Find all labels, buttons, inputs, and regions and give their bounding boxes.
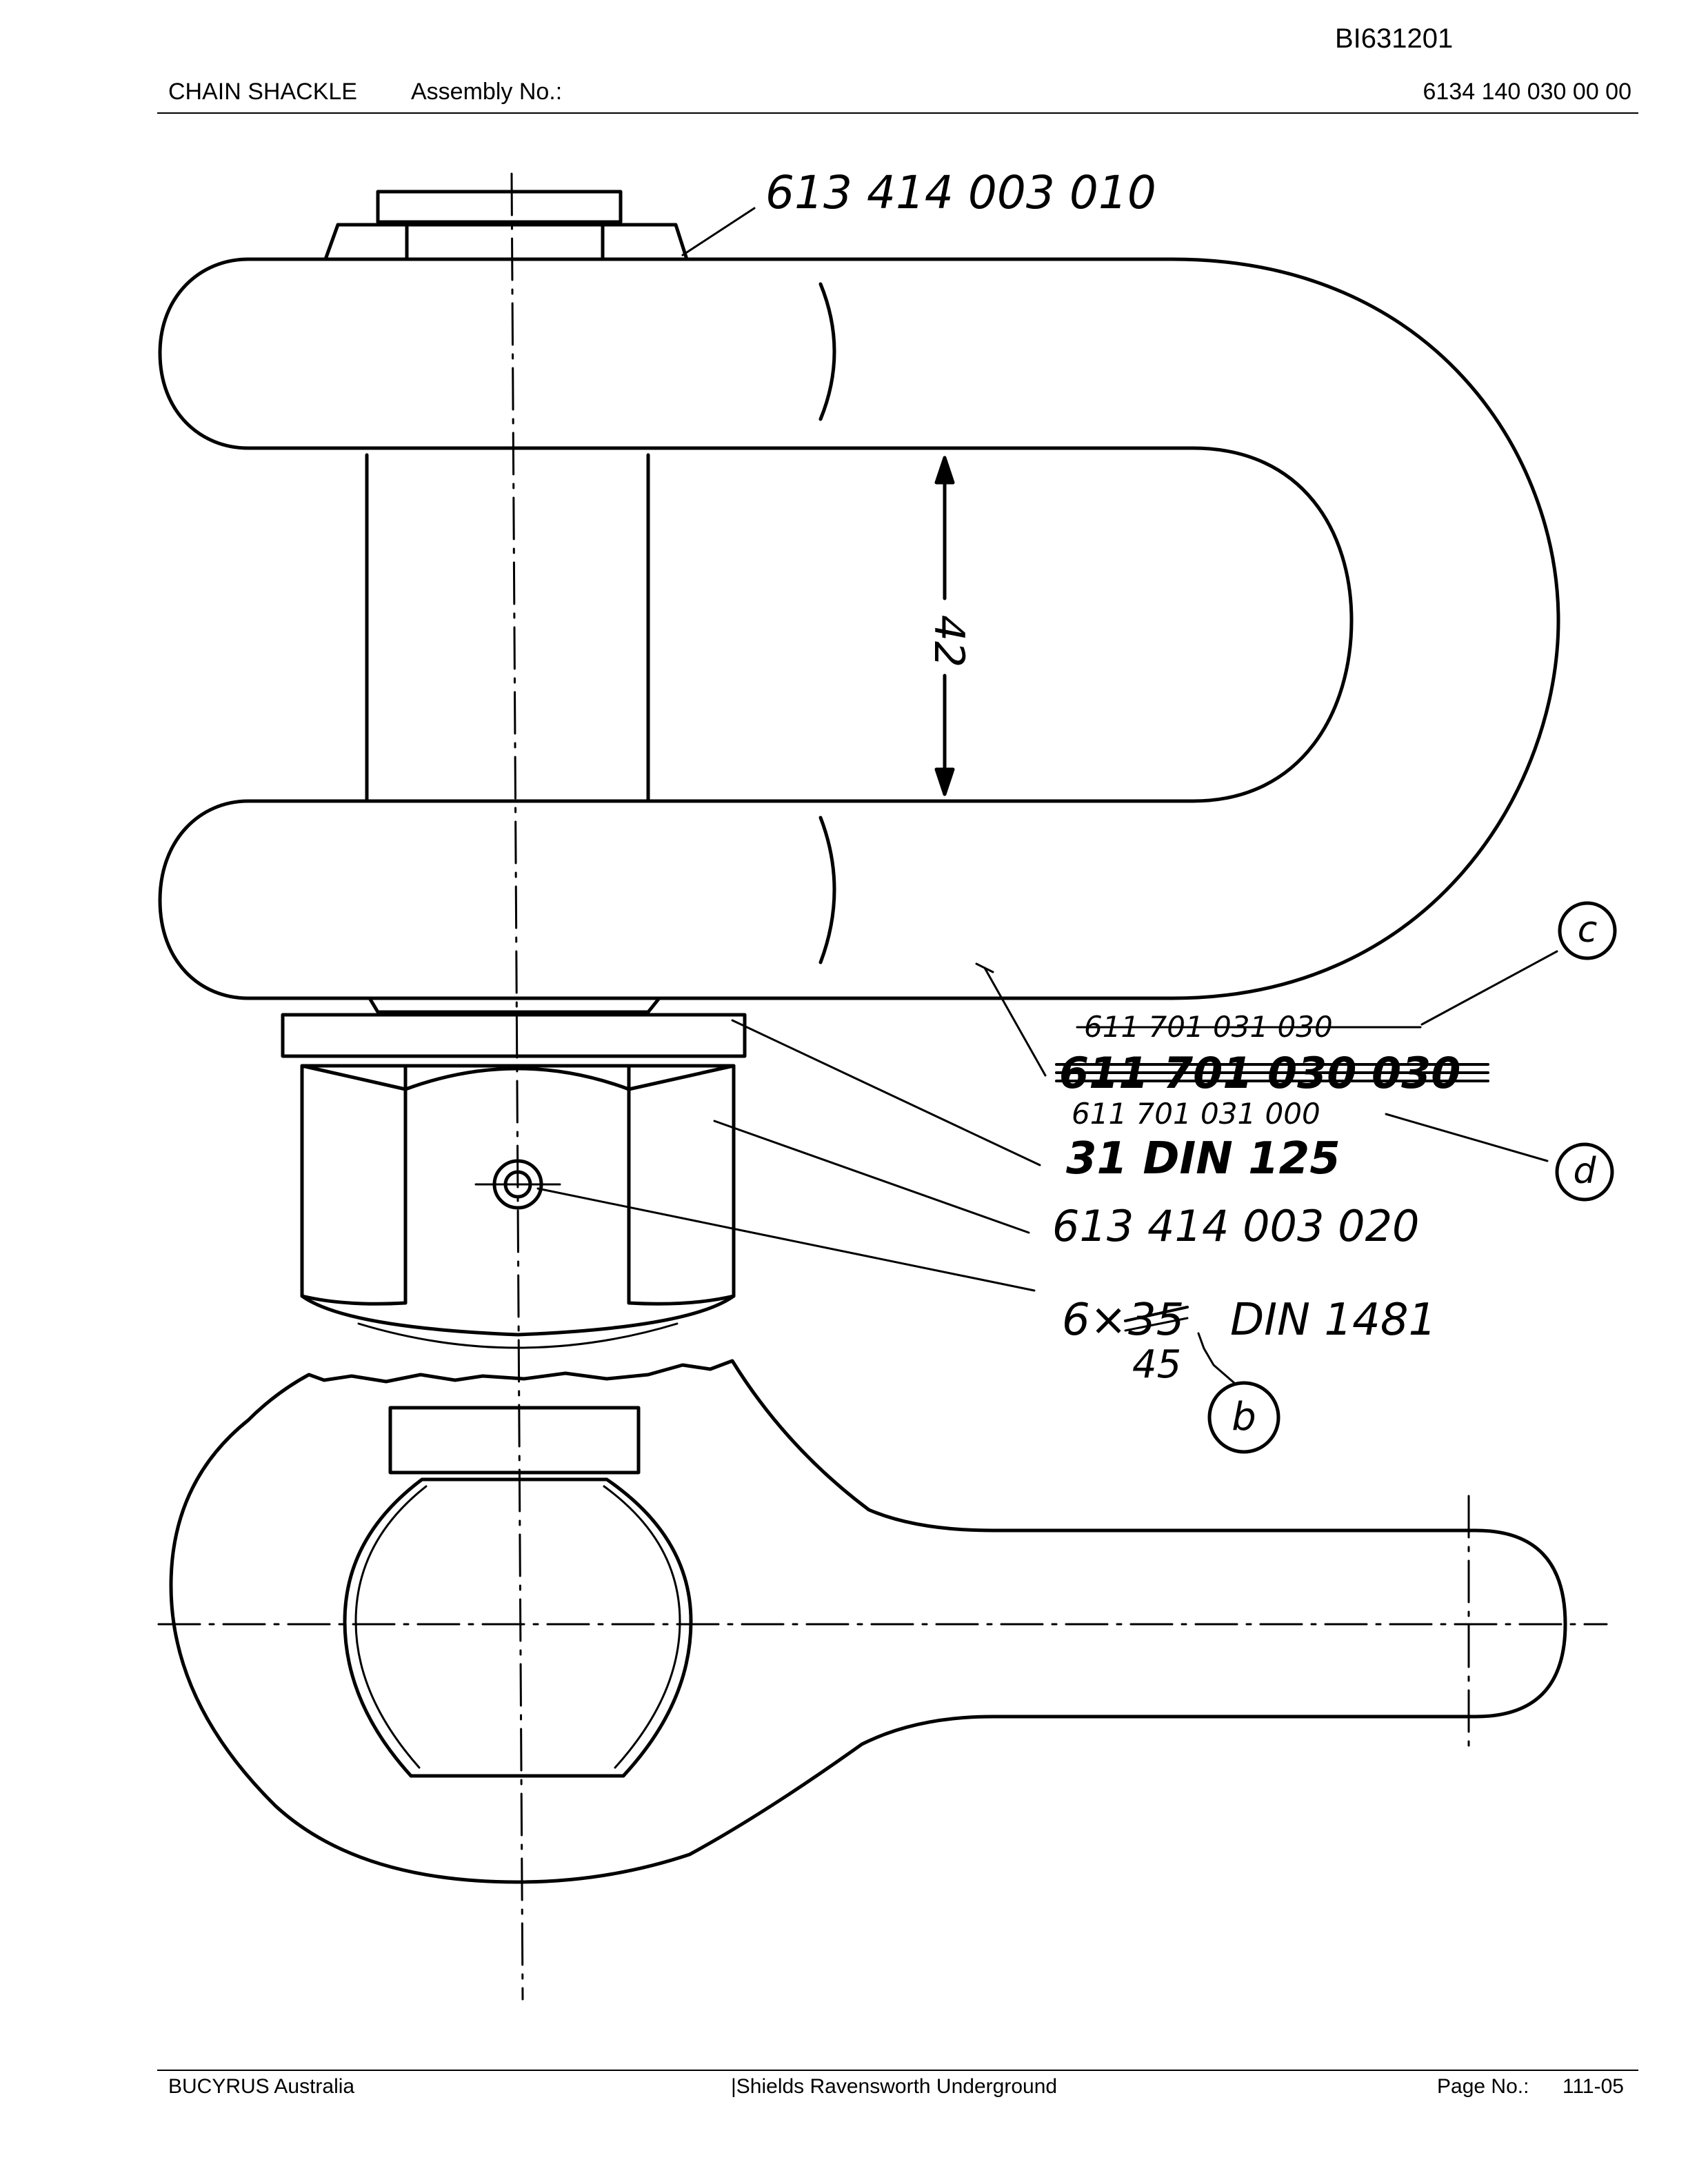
callout-pin-old-len: 35 (1128, 1295, 1184, 1346)
marker-c-label: c (1578, 909, 1598, 951)
footer-rule (157, 2070, 1638, 2071)
callout-top-nut: 613 414 003 010 (765, 166, 1156, 219)
document-id: BI631201 (1335, 23, 1454, 54)
callout-body: 611 701 031 000 (1072, 1097, 1320, 1131)
assembly-label: Assembly No.: (411, 79, 563, 105)
side-nut (388, 1406, 641, 1475)
callout-washer: 31 DIN 125 (1066, 1133, 1340, 1184)
assembly-number: 6134 140 030 00 00 (1423, 79, 1631, 105)
revision-marker-d (1555, 1142, 1614, 1202)
side-view-outline (169, 1359, 1567, 1884)
vertical-centerline (510, 172, 524, 2001)
marker-d-label: d (1573, 1151, 1596, 1192)
pin-eye (343, 1477, 693, 1778)
revision-marker-b (1207, 1381, 1280, 1454)
callout-nut: 613 414 003 020 (1052, 1201, 1419, 1251)
callout-pin-prefix: 6× (1062, 1295, 1127, 1346)
footer-page-label: Page No.: (1437, 2075, 1529, 2098)
footer-site: |Shields Ravensworth Underground (731, 2075, 1058, 2098)
shackle-body-outer (158, 257, 1560, 1000)
footer-page-number: 111-05 (1563, 2075, 1624, 2098)
washer (281, 1013, 747, 1058)
callout-pin-std: DIN 1481 (1230, 1295, 1436, 1346)
callout-strike-2: 611 701 030 030 (1059, 1048, 1460, 1098)
callout-pin-new-len: 45 (1132, 1342, 1181, 1387)
part-title: CHAIN SHACKLE (168, 79, 357, 105)
top-nut (323, 190, 689, 261)
marker-b-label: b (1232, 1395, 1256, 1439)
footer-company: BUCYRUS Australia (168, 2075, 355, 2098)
revision-marker-c (1558, 901, 1617, 960)
callout-strike-1: 611 701 031 030 (1084, 1010, 1333, 1044)
dimension-42-label: 42 (925, 615, 973, 667)
header-rule (157, 112, 1638, 114)
hex-nut (300, 1064, 736, 1349)
dimension-42 (934, 456, 955, 796)
